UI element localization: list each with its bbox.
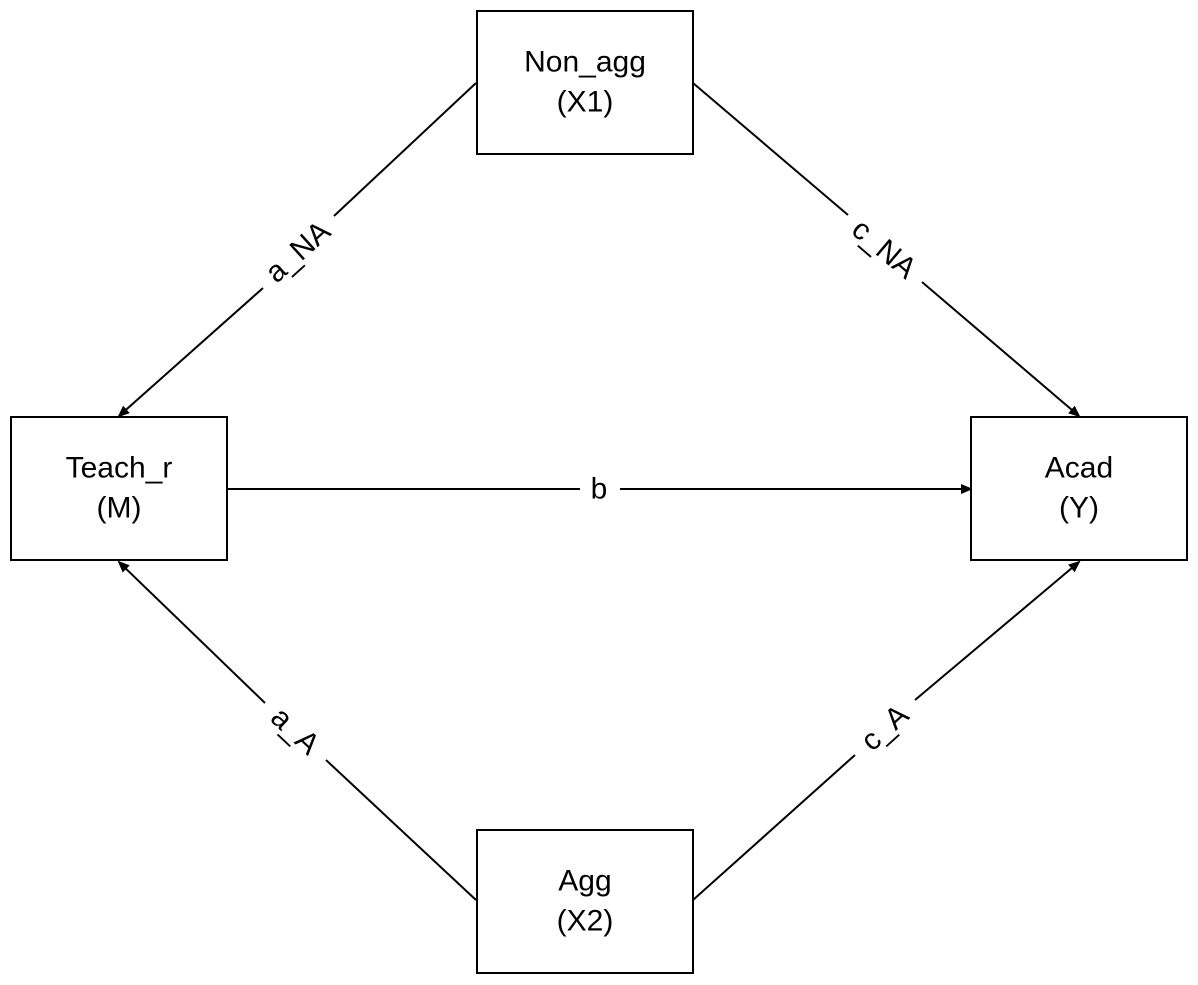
node-teach-r-name: Teach_r xyxy=(66,452,173,485)
node-acad: Acad (Y) xyxy=(970,416,1188,561)
node-agg-box xyxy=(476,829,694,974)
node-non-agg-box xyxy=(476,10,694,155)
edge-c-na-label: c_NA xyxy=(845,213,922,286)
node-agg: Agg (X2) xyxy=(476,829,694,974)
edge-c-na-arrow xyxy=(921,281,1081,418)
node-teach-r-box xyxy=(10,416,228,561)
node-non-agg-name: Non_agg xyxy=(524,46,646,79)
node-teach-r: Teach_r (M) xyxy=(10,416,228,561)
edge-a-na-label: a_NA xyxy=(259,215,337,290)
node-acad-name: Acad xyxy=(1045,452,1113,485)
edge-a-na-arrow xyxy=(117,287,264,418)
node-non-agg: Non_agg (X1) xyxy=(476,10,694,155)
node-agg-role: (X2) xyxy=(557,905,614,938)
node-teach-r-role: (M) xyxy=(97,492,142,525)
node-agg-name: Agg xyxy=(558,865,611,898)
edge-c-a-line xyxy=(692,754,856,901)
edge-a-na-line xyxy=(333,82,477,217)
edge-a-a: a_A xyxy=(117,560,477,901)
node-acad-role: (Y) xyxy=(1059,492,1099,525)
edge-a-a-line xyxy=(325,759,477,901)
edge-c-a-arrow xyxy=(914,560,1081,701)
edge-c-a-label: c_A xyxy=(855,698,916,757)
edge-a-na: a_NA xyxy=(117,82,477,418)
node-acad-box xyxy=(970,416,1188,561)
node-non-agg-role: (X1) xyxy=(557,86,614,119)
edge-b: b xyxy=(227,473,973,506)
edge-a-a-arrow xyxy=(117,560,266,704)
edge-c-a: c_A xyxy=(692,560,1081,901)
edge-b-label: b xyxy=(591,473,608,506)
edge-c-na: c_NA xyxy=(692,82,1081,418)
edge-c-na-line xyxy=(692,82,849,216)
edge-a-a-label: a_A xyxy=(264,701,326,762)
